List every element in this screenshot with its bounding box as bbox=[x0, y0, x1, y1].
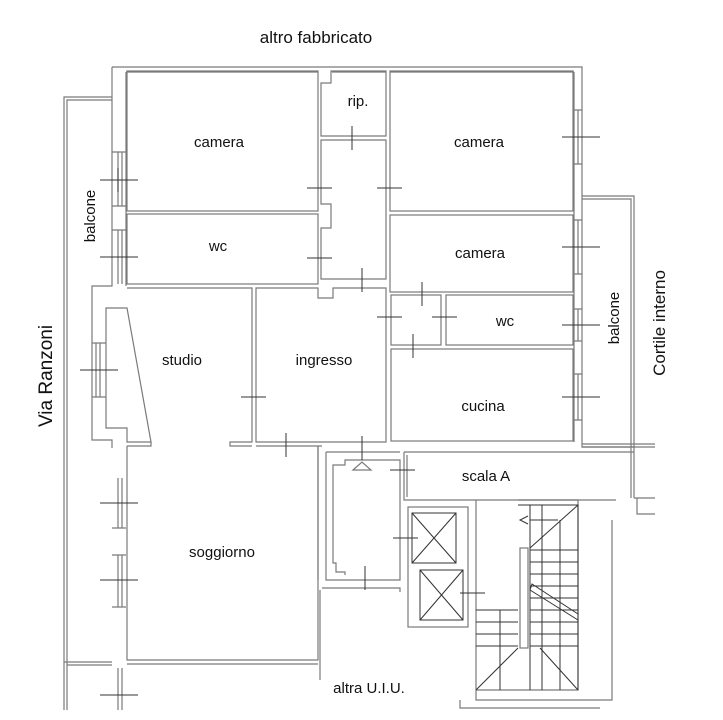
outer-walls bbox=[91, 66, 634, 448]
room-camera-ne bbox=[389, 70, 574, 212]
camera-ne-label: camera bbox=[454, 134, 505, 151]
room-service bbox=[325, 451, 401, 581]
room-studio bbox=[105, 287, 253, 447]
wc-east-label: wc bbox=[495, 313, 515, 330]
room-wc-east bbox=[445, 294, 574, 346]
room-wc-west bbox=[126, 213, 319, 285]
west-balcony bbox=[63, 96, 112, 710]
rip-label: rip. bbox=[348, 93, 369, 110]
top-neighbor-label: altro fabbricato bbox=[260, 28, 372, 47]
staircase bbox=[459, 499, 613, 709]
room-rip bbox=[320, 70, 387, 137]
street-label: Via Ranzoni bbox=[36, 325, 57, 427]
east-balcony-label: balcone bbox=[606, 292, 623, 345]
room-cucina bbox=[390, 348, 574, 442]
soggiorno-label: soggiorno bbox=[189, 544, 255, 561]
room-camera-e bbox=[389, 214, 574, 293]
bottom-neighbor-label: altra U.I.U. bbox=[333, 680, 405, 697]
wc-west-label: wc bbox=[208, 238, 228, 255]
stair-label: scala A bbox=[462, 468, 510, 485]
studio-label: studio bbox=[162, 352, 202, 369]
camera-e-label: camera bbox=[455, 245, 506, 262]
stair-landing bbox=[403, 451, 634, 501]
window-markers bbox=[80, 109, 600, 710]
elevator-shafts bbox=[407, 506, 469, 628]
ingresso-label: ingresso bbox=[296, 352, 353, 369]
stair-arrow-icon bbox=[351, 461, 373, 471]
cucina-label: cucina bbox=[461, 398, 505, 415]
east-balcony bbox=[582, 195, 655, 515]
room-corridor bbox=[320, 139, 387, 280]
room-camera-nw bbox=[126, 70, 319, 212]
room-ingresso bbox=[255, 287, 387, 443]
camera-nw-label: camera bbox=[194, 134, 245, 151]
room-disimpegno bbox=[390, 294, 442, 346]
west-balcony-label: balcone bbox=[82, 190, 99, 243]
courtyard-label: Cortile interno bbox=[650, 270, 669, 376]
